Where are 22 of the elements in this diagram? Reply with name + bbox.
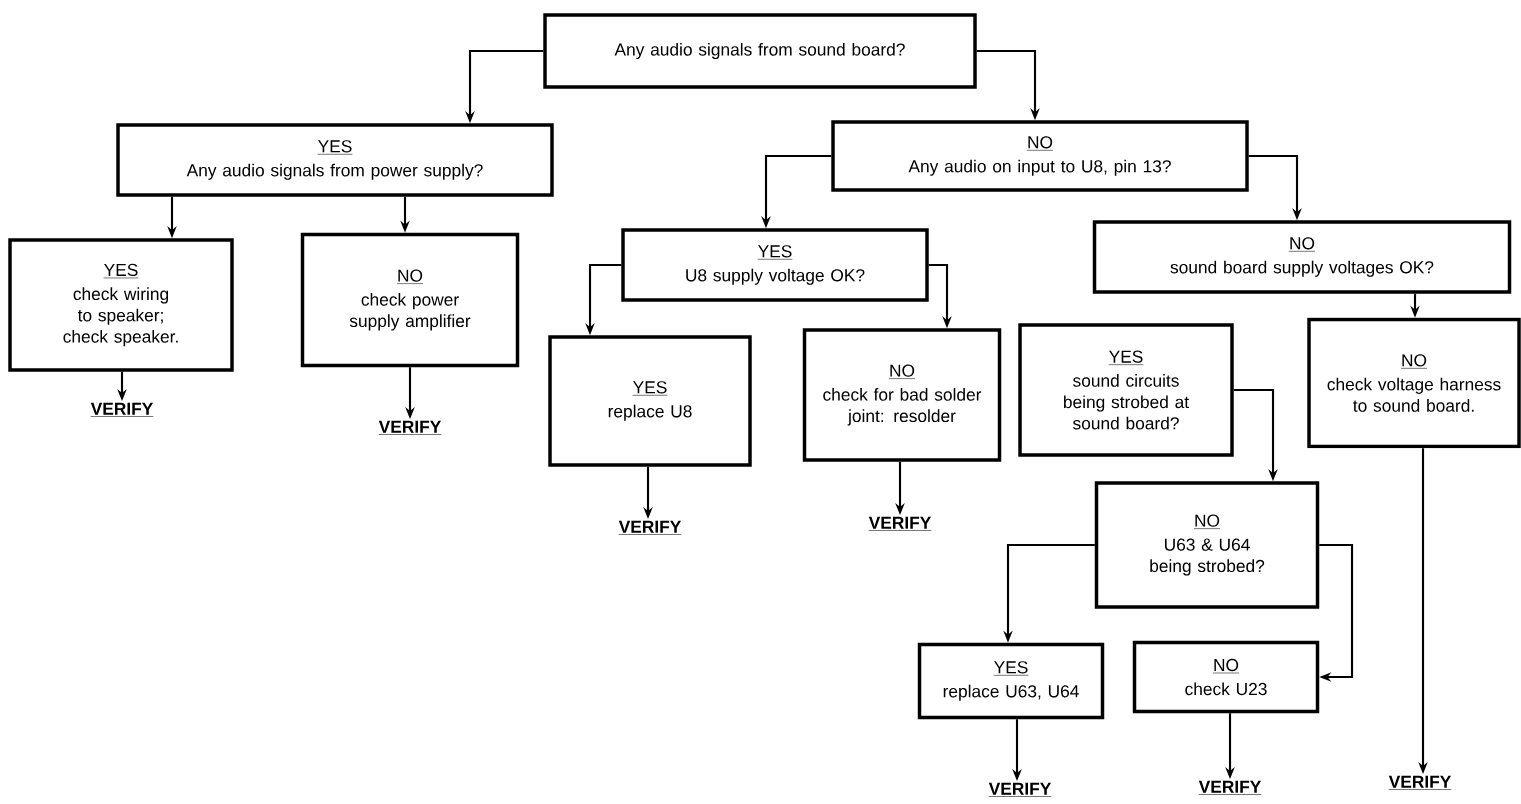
flowchart-box: YES sound circuits being strobed at sound board? xyxy=(1018,323,1234,457)
verify-label: VERIFY xyxy=(378,420,442,435)
verify-label: VERIFY xyxy=(1198,780,1262,795)
verify-label: VERIFY xyxy=(988,782,1052,797)
flowchart-box: NO Any audio on input to U8, pin 13? xyxy=(831,120,1249,192)
flowchart-box: NO U63 & U64 being strobed? xyxy=(1094,481,1320,609)
flowchart-box: NO check for bad solder joint: resolder xyxy=(802,328,1002,462)
flowchart-box: YES Any audio signals from power supply? xyxy=(116,123,554,197)
flowchart-box: YES replace U8 xyxy=(548,335,752,467)
arrow xyxy=(1319,543,1354,682)
flowchart-box: NO check power supply amplifier xyxy=(300,232,520,368)
flowchart-box: NO sound board supply voltages OK? xyxy=(1092,220,1512,294)
flowchart-box: Any audio signals from sound board? xyxy=(543,13,977,89)
flowchart-box: YES U8 supply voltage OK? xyxy=(621,228,929,302)
verify-label: VERIFY xyxy=(618,520,682,535)
flowchart-box: YES replace U63, U64 xyxy=(917,642,1105,720)
flowchart-box: NO check U23 xyxy=(1132,640,1320,714)
flowchart-box: YES check wiring to speaker; check speaker. xyxy=(8,238,234,372)
verify-label: VERIFY xyxy=(90,402,154,417)
verify-label: VERIFY xyxy=(1388,775,1452,790)
flowchart-box: NO check voltage harness to sound board. xyxy=(1307,317,1521,449)
verify-label: VERIFY xyxy=(868,516,932,531)
